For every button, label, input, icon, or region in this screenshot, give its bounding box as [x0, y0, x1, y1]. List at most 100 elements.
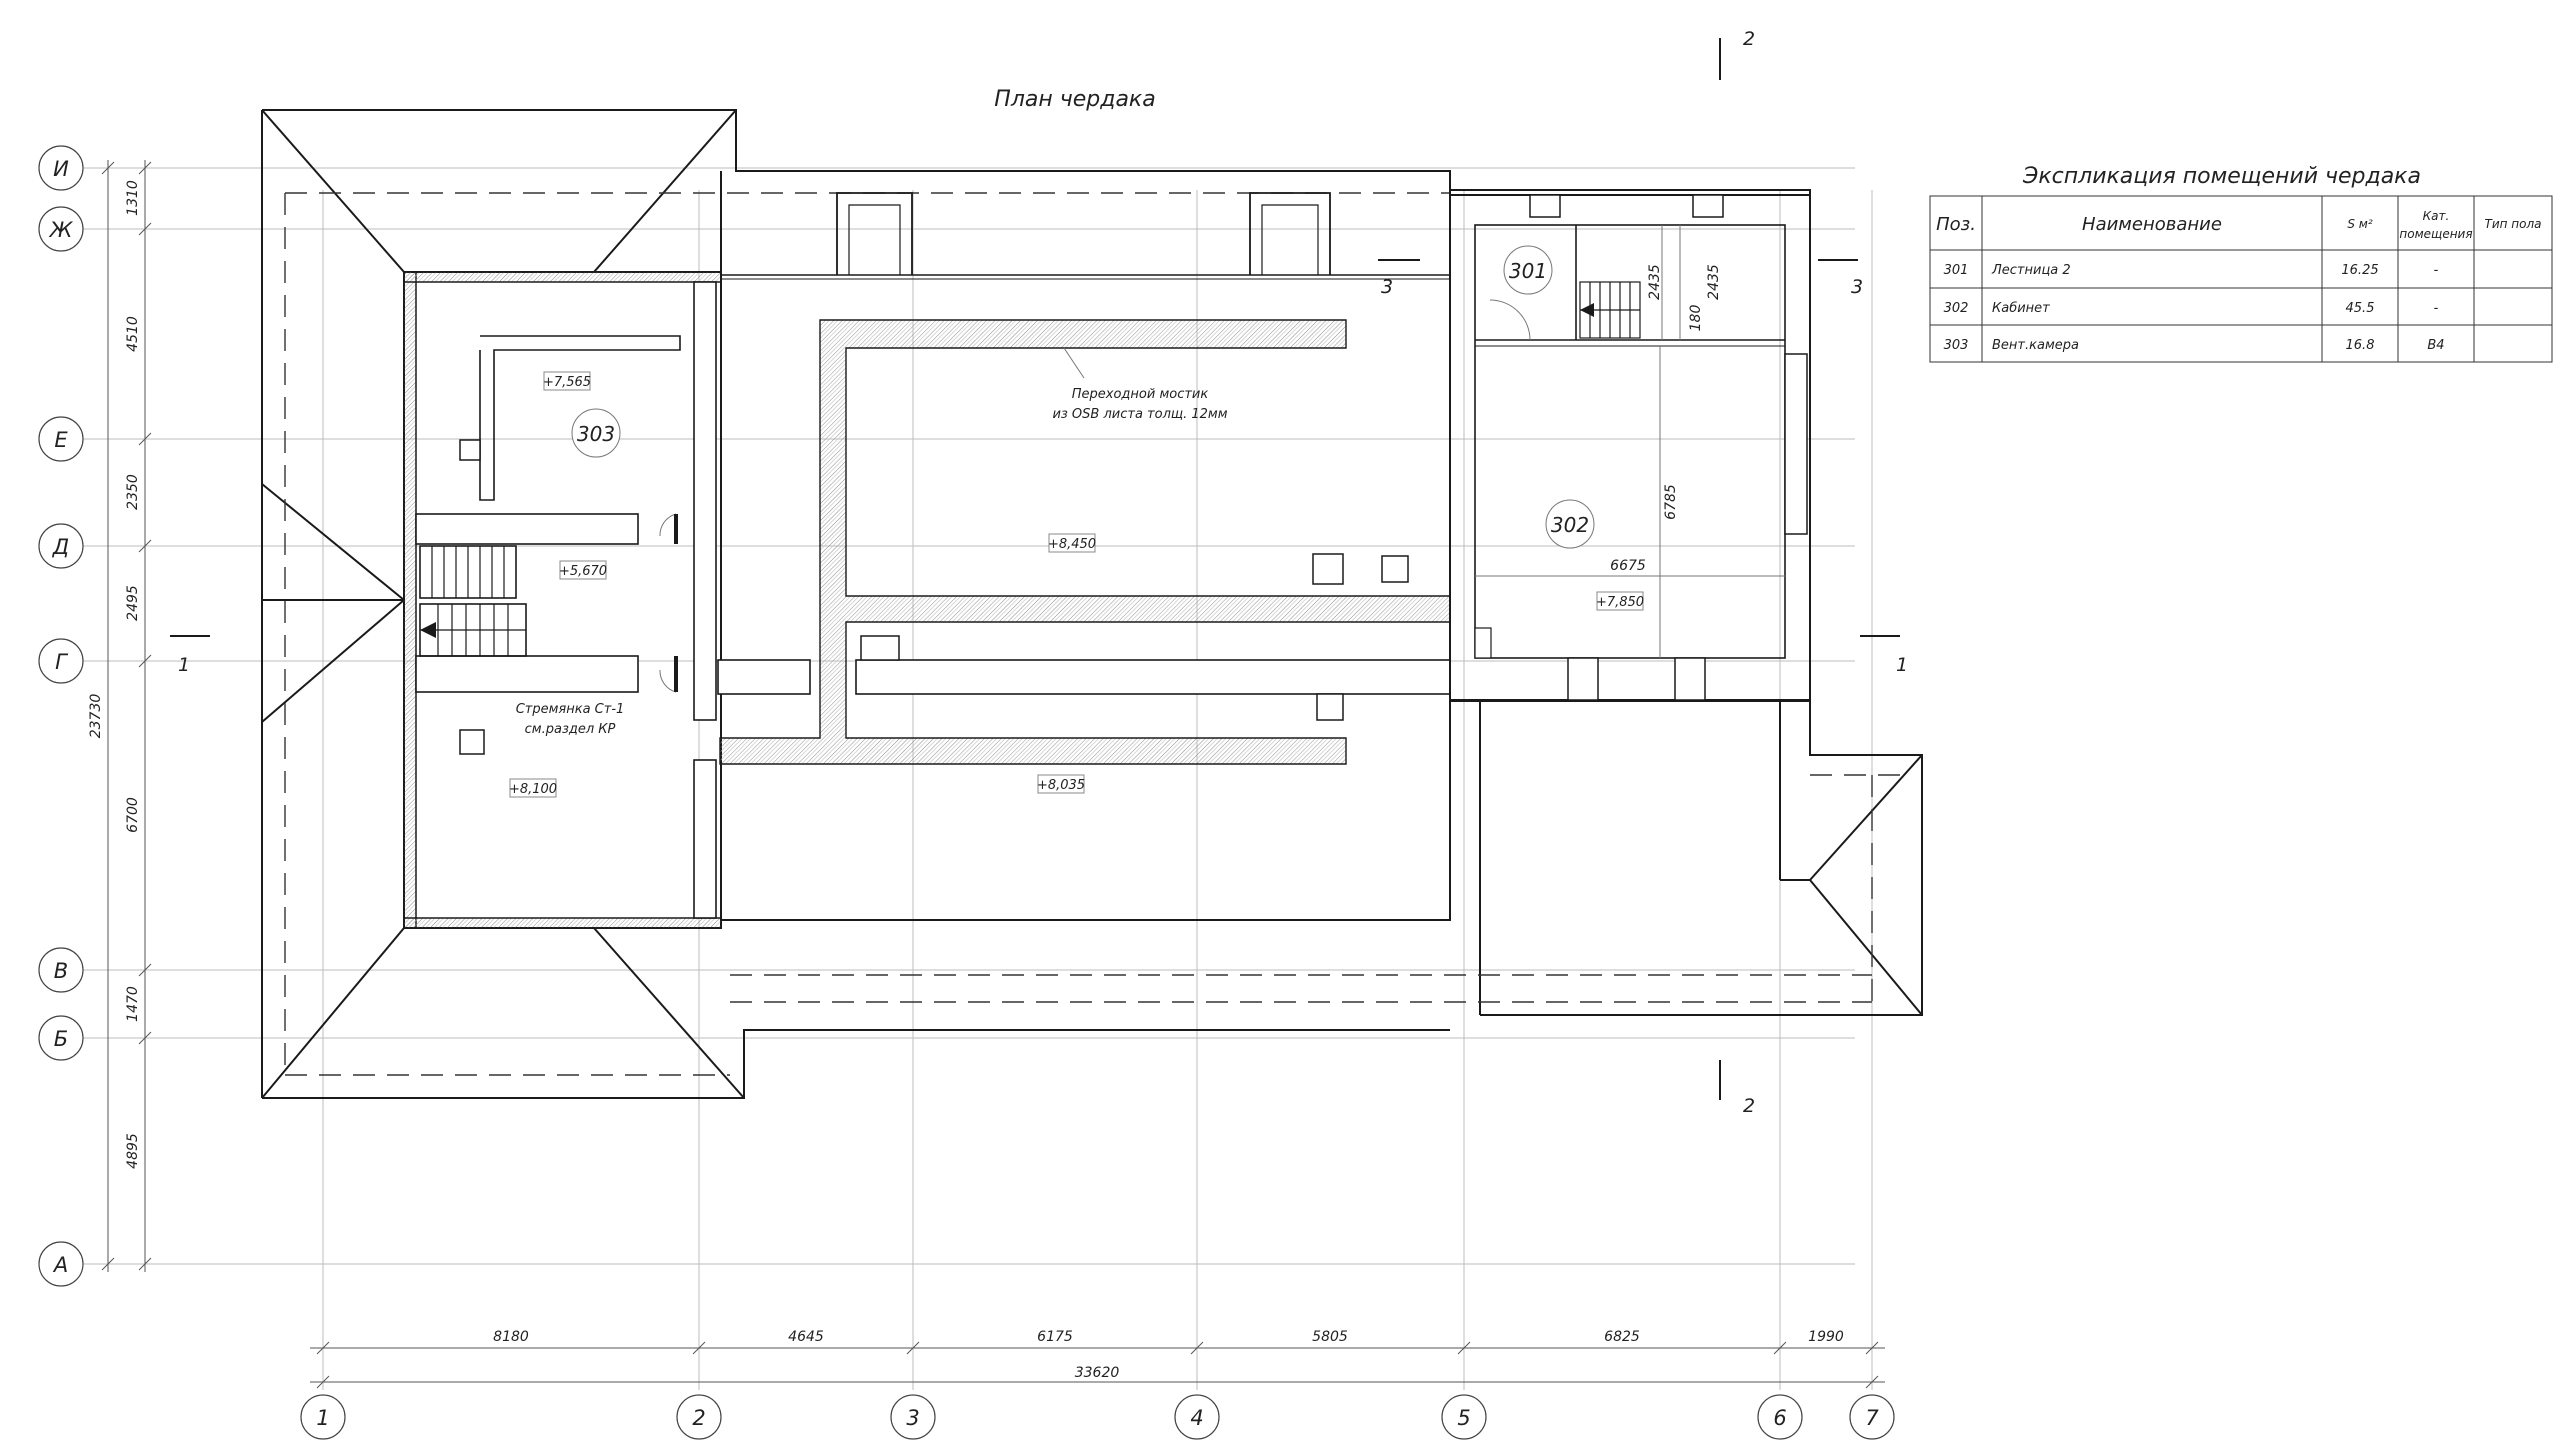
dim-room-6785: 6785 [1663, 484, 1679, 520]
section-marks [170, 38, 1900, 1100]
header-category-line2: помещения [2399, 227, 2472, 241]
svg-text:Б: Б [54, 1027, 68, 1051]
level-marks: +7,565 +5,670 +8,100 +8,450 +8,035 +7,85… [509, 371, 1644, 798]
horizontal-dimension-values: 8180 4645 6175 5805 6825 1990 33620 [493, 1329, 1844, 1381]
level-8100: +8,100 [509, 782, 557, 797]
section-3-left-label: 3 [1381, 276, 1393, 298]
dim-h-4645: 4645 [788, 1329, 824, 1345]
dim-v-total: 23730 [88, 694, 104, 739]
svg-text:16.8: 16.8 [2346, 338, 2375, 353]
explication-table: Экспликация помещений чердака Поз. Наиме… [1929, 164, 2553, 363]
dim-room-2435-b: 2435 [1706, 264, 1722, 300]
header-area: S м² [2347, 217, 2372, 231]
dim-v-2350: 2350 [125, 474, 141, 510]
svg-text:303: 303 [577, 422, 615, 446]
axis-col-5-bubble: 5 [1441, 1394, 1487, 1440]
walkway-note: Переходной мостик из OSB листа толщ. 12м… [1052, 347, 1228, 422]
svg-text:301: 301 [1944, 263, 1969, 278]
room-303-marker: 303 [571, 408, 621, 458]
axis-col-1-bubble: 1 [300, 1394, 346, 1440]
svg-text:А: А [52, 1253, 68, 1277]
axis-col-6-bubble: 6 [1757, 1394, 1803, 1440]
room-markers: 303 301 302 [571, 245, 1595, 549]
axis-row-a-bubble: А [38, 1241, 84, 1287]
svg-text:302: 302 [1551, 513, 1589, 537]
table-row: 303 Вент.камера 16.8 В4 [1944, 338, 2445, 353]
table-row: 302 Кабинет 45.5 - [1944, 301, 2439, 316]
svg-text:Ж: Ж [48, 218, 74, 242]
dim-h-8180: 8180 [493, 1329, 529, 1345]
svg-text:45.5: 45.5 [2346, 301, 2375, 316]
dim-h-6175: 6175 [1037, 1329, 1073, 1345]
room-301-marker: 301 [1503, 245, 1553, 295]
level-8035: +8,035 [1037, 778, 1085, 793]
dim-v-4895: 4895 [125, 1133, 141, 1169]
dim-h-6825: 6825 [1604, 1329, 1640, 1345]
dim-v-4510: 4510 [125, 316, 141, 352]
svg-text:Г: Г [55, 650, 69, 674]
svg-text:Лестница 2: Лестница 2 [1991, 263, 2071, 278]
section-1-right-label: 1 [1896, 654, 1908, 676]
svg-text:В4: В4 [2427, 338, 2444, 353]
section-3-right-label: 3 [1851, 276, 1863, 298]
header-pos: Поз. [1936, 214, 1976, 235]
section-2-bottom-label: 2 [1743, 1095, 1755, 1117]
explication-title: Экспликация помещений чердака [2022, 164, 2421, 189]
axis-row-g-bubble: Г [38, 638, 84, 684]
dim-v-1310: 1310 [125, 180, 141, 216]
axis-row-b-bubble: Б [38, 1015, 84, 1061]
svg-text:6: 6 [1773, 1406, 1786, 1430]
dim-h-total: 33620 [1075, 1365, 1120, 1381]
ladder-note: Стремянка Ст-1 см.раздел КР [516, 702, 625, 737]
ladder-note-line1: Стремянка Ст-1 [516, 702, 625, 717]
dim-room-180: 180 [1688, 305, 1704, 332]
dim-v-2495: 2495 [125, 585, 141, 621]
axis-col-7-bubble: 7 [1849, 1394, 1895, 1440]
ladder-note-line2: см.раздел КР [525, 722, 616, 737]
svg-text:302: 302 [1944, 301, 1969, 316]
walls-middle-block [717, 171, 1451, 921]
room-dimensions: 6675 6785 2435 2435 180 [1475, 225, 1785, 658]
svg-text:303: 303 [1944, 338, 1969, 353]
level-7565: +7,565 [543, 375, 591, 390]
header-name: Наименование [2082, 214, 2222, 235]
walkway-note-line1: Переходной мостик [1072, 387, 1209, 402]
section-mark-labels: 1 1 2 2 3 3 [178, 28, 1908, 1117]
axis-row-d-bubble: Д [38, 523, 84, 569]
axis-row-e-bubble: Е [38, 416, 84, 462]
walls-left-block [403, 271, 722, 929]
horizontal-dimensions [310, 1341, 1885, 1389]
svg-text:4: 4 [1190, 1406, 1203, 1430]
svg-text:И: И [53, 157, 69, 181]
table-row: 301 Лестница 2 16.25 - [1944, 263, 2439, 278]
svg-text:5: 5 [1457, 1406, 1470, 1430]
header-floor-type: Тип пола [2485, 217, 2542, 231]
svg-text:Кабинет: Кабинет [1992, 301, 2050, 316]
svg-text:-: - [2434, 263, 2439, 278]
vertical-dimension-values: 1310 4510 2350 2495 6700 1470 4895 23730 [88, 180, 141, 1169]
grid-lines [82, 167, 1873, 1390]
dim-v-1470: 1470 [125, 986, 141, 1022]
axis-row-zh-bubble: Ж [38, 206, 84, 252]
room-302-marker: 302 [1545, 499, 1595, 549]
svg-text:16.25: 16.25 [2341, 263, 2378, 278]
svg-text:1: 1 [316, 1406, 329, 1430]
svg-text:301: 301 [1509, 259, 1547, 283]
walls-right-block [1449, 194, 1811, 702]
dim-room-6675: 6675 [1610, 558, 1646, 574]
svg-text:В: В [54, 959, 68, 983]
svg-text:7: 7 [1865, 1406, 1879, 1430]
header-category-line1: Кат. [2423, 209, 2450, 223]
row-axis-markers: И Ж Е Д Г В Б А [38, 145, 84, 1287]
axis-row-v-bubble: В [38, 947, 84, 993]
plan-title: План чердака [994, 87, 1155, 112]
svg-text:Вент.камера: Вент.камера [1992, 338, 2079, 353]
dim-v-6700: 6700 [125, 797, 141, 833]
dim-room-2435-a: 2435 [1647, 264, 1663, 300]
level-8450: +8,450 [1048, 537, 1096, 552]
svg-text:-: - [2434, 301, 2439, 316]
svg-text:Д: Д [52, 535, 69, 559]
svg-text:Е: Е [54, 428, 68, 452]
section-2-top-label: 2 [1743, 28, 1755, 50]
